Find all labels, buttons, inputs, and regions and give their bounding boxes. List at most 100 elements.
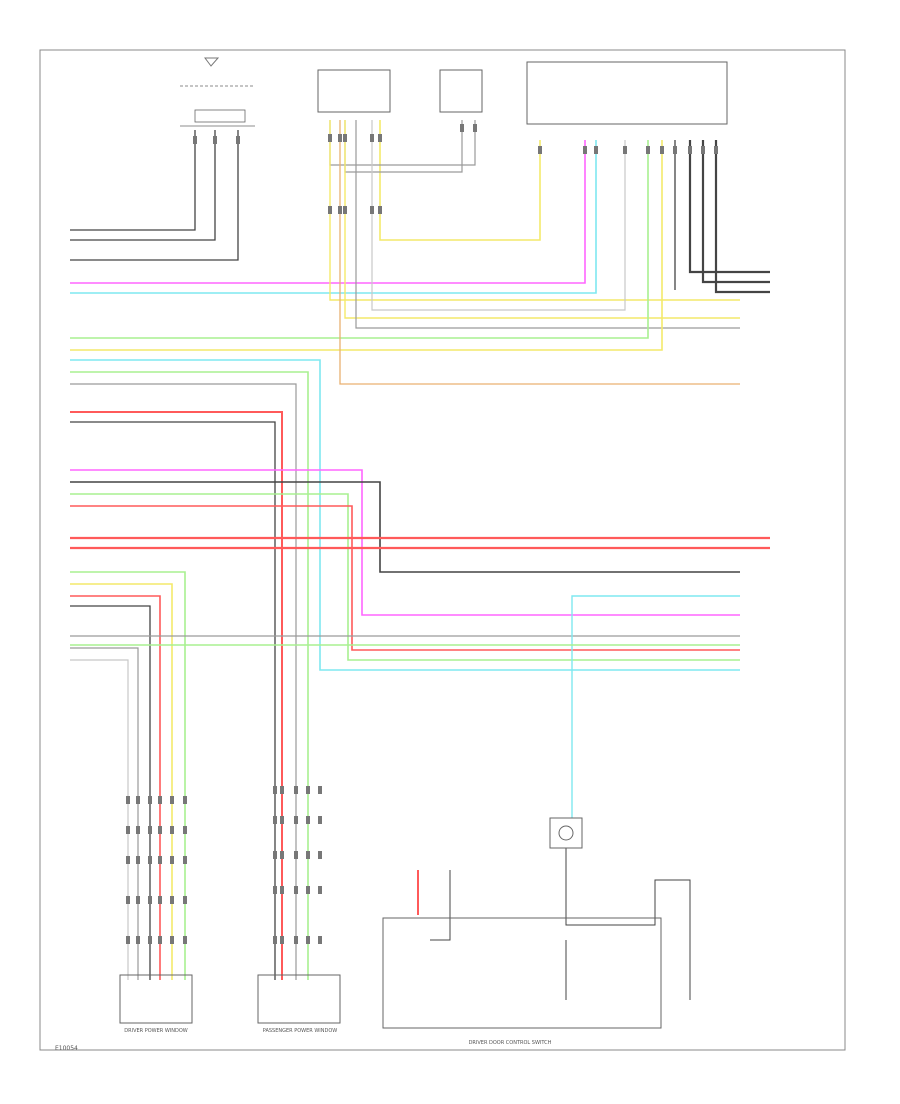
wire [379,120,541,241]
connector-pin [273,886,277,894]
connector-pin [378,206,382,214]
connector-pin [126,826,130,834]
connector-pin [583,146,587,154]
connector-pin [294,936,298,944]
wire [344,120,463,173]
connector-pin [460,124,464,132]
wire [70,647,139,980]
connector-pin [280,786,284,794]
ground-symbol [204,57,220,67]
wire-harness [70,120,770,1000]
wire [430,870,451,941]
connector-pin [623,146,627,154]
connector-pin [158,826,162,834]
connector-pin [136,856,140,864]
wire [329,120,740,301]
connector-pin [294,886,298,894]
connector-pin [306,786,310,794]
connector-pins [126,124,718,944]
connector-pin [136,896,140,904]
connector-pin [136,826,140,834]
connector-pin [170,796,174,804]
door-switch-panel-box [382,917,662,1029]
connector-pin [170,936,174,944]
connector-pin [343,206,347,214]
connector-pin [158,936,162,944]
connector-pin [294,851,298,859]
wire [70,130,196,231]
connector-pin [183,796,187,804]
connector-pin [273,786,277,794]
connector-pin [136,936,140,944]
wire [70,130,216,241]
connector-pin [148,826,152,834]
connector-pin [318,936,322,944]
connector-pin [158,796,162,804]
connector-pin [338,206,342,214]
connector-pin [148,796,152,804]
wire [371,120,626,311]
connector-pin [158,896,162,904]
wire [70,140,663,351]
connector-pin [236,136,240,144]
connector-pin [126,936,130,944]
driver-power-window-box [119,974,193,1024]
wire [70,659,129,980]
wire [70,140,597,294]
connector-pin [183,896,187,904]
connector-pin [183,856,187,864]
connector-pin [126,856,130,864]
connector-pin [280,936,284,944]
connector-pin [126,896,130,904]
connector-pin [170,826,174,834]
connector-pin [273,936,277,944]
connector-pin [183,826,187,834]
connector-pin [148,896,152,904]
connector-pin [273,816,277,824]
connector-pin [306,886,310,894]
passenger-power-window-label: PASSENGER POWER WINDOW [263,1028,338,1034]
wire [70,359,740,671]
wire [565,848,691,1000]
fuel-lid-opener-icon [558,825,574,841]
diagram-frame [39,49,846,1051]
page-code: E10054 [55,1045,78,1052]
connector-pin [328,206,332,214]
wire [70,371,309,980]
connector-pin [148,936,152,944]
wire [70,595,161,980]
connector-pin [183,936,187,944]
body-control-module-box [526,61,728,125]
connector-pin [306,851,310,859]
connector-pin [158,856,162,864]
connector-pin [126,796,130,804]
connector-pin [660,146,664,154]
connector-pin [370,134,374,142]
connector-pin [170,896,174,904]
connector-pin [538,146,542,154]
connector-pin [714,146,718,154]
connector-pin [280,886,284,894]
connector-pin [280,816,284,824]
connector-pin [170,856,174,864]
connector-pin [306,936,310,944]
connector-pin [318,886,322,894]
wire [70,130,239,261]
wire [70,469,740,616]
connector-pin [193,136,197,144]
connector-pin [370,206,374,214]
passenger-power-window-box [257,974,341,1024]
connector-pin [473,124,477,132]
connector-pin [701,146,705,154]
wire [344,120,740,319]
connector-pin [646,146,650,154]
connector-pin [306,816,310,824]
wire [70,411,283,980]
connector-pin [148,856,152,864]
door-switch-panel-label: DRIVER DOOR CONTROL SWITCH [469,1040,552,1046]
wire [70,571,186,980]
wire [70,493,740,661]
wire [70,383,297,980]
connector-pin [378,134,382,142]
